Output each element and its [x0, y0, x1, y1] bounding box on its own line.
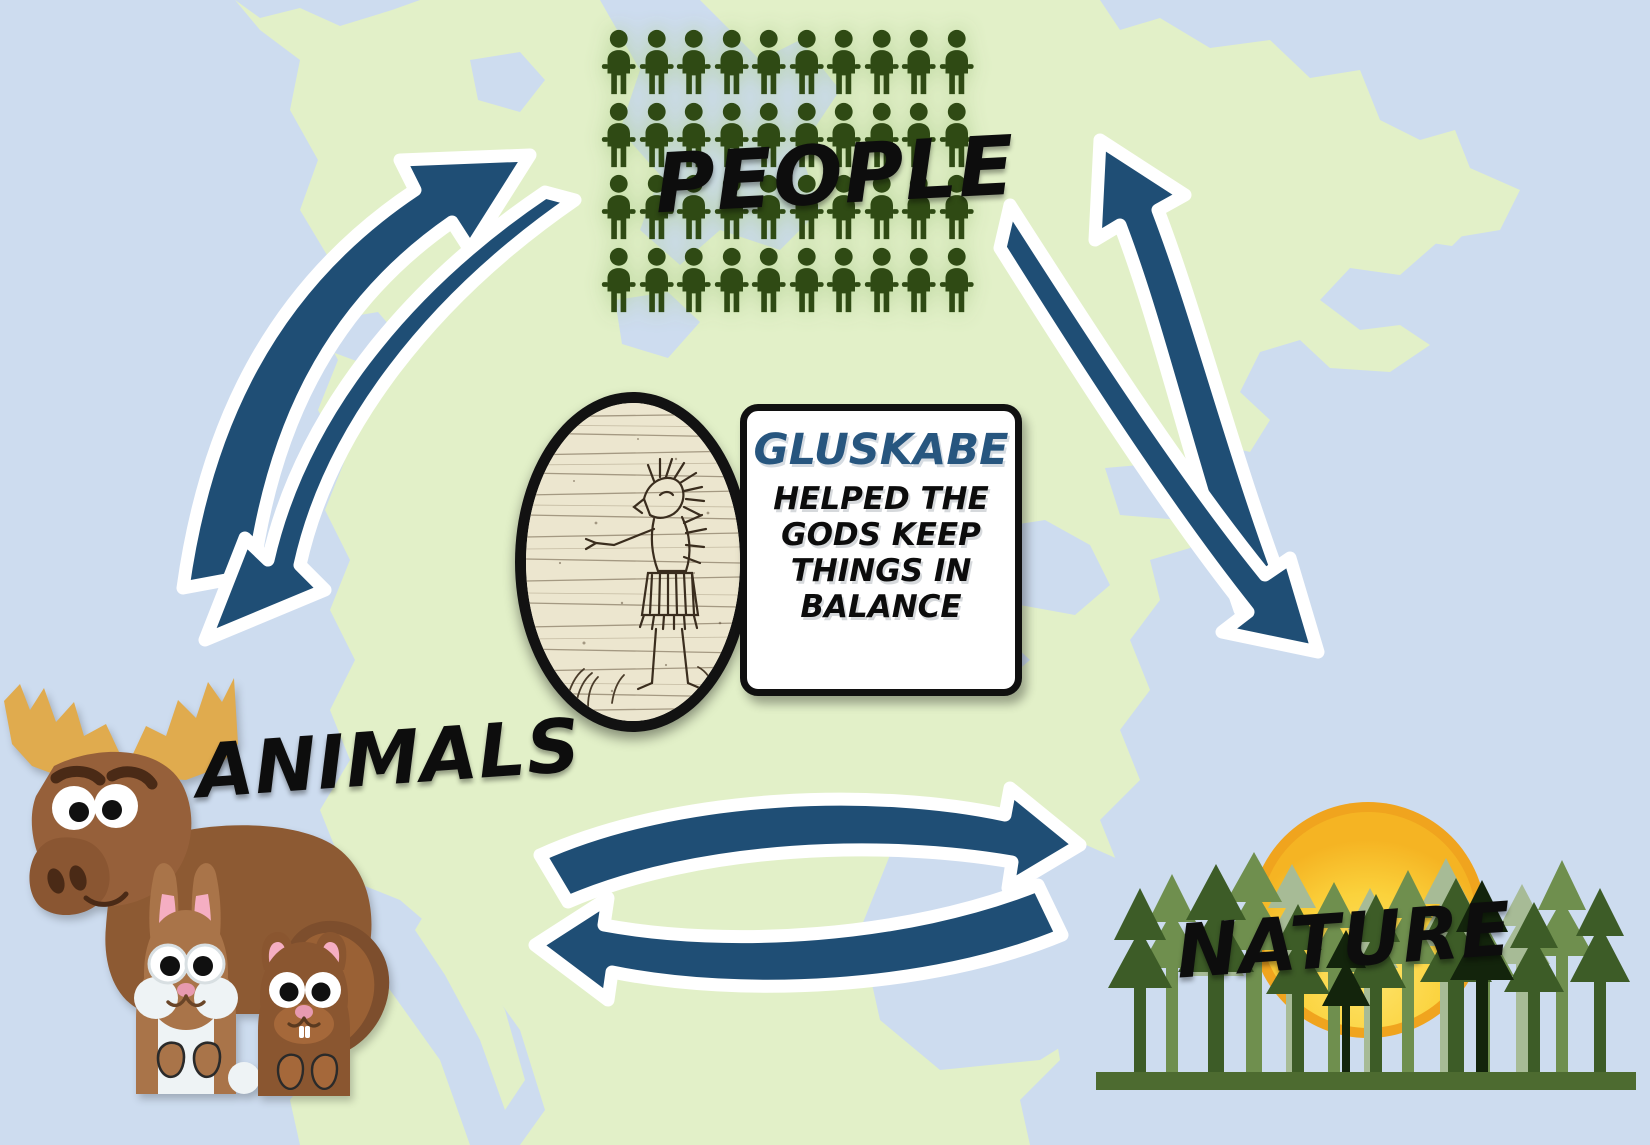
person-icon [751, 247, 786, 312]
person-icon [751, 29, 786, 95]
person-icon-cell [900, 26, 938, 99]
person-icon [901, 29, 936, 95]
person-icon [826, 247, 861, 312]
person-icon-cell [863, 99, 901, 172]
person-icon-cell [938, 244, 976, 317]
info-card-line: BALANCE [800, 588, 962, 625]
person-icon [826, 102, 861, 167]
person-icon-cell [938, 26, 976, 99]
person-icon [639, 102, 674, 167]
person-icon-cell [713, 99, 751, 172]
person-icon [639, 247, 674, 312]
person-icon-cell [788, 99, 826, 172]
person-icon-cell [863, 244, 901, 317]
person-icon [714, 174, 749, 240]
person-icon-cell [750, 171, 788, 244]
person-icon [676, 174, 711, 240]
person-icon [601, 29, 636, 95]
person-icon [789, 247, 824, 312]
person-icon-cell [788, 244, 826, 317]
person-icon [939, 102, 974, 167]
person-icon [864, 29, 899, 95]
info-card-line: GODS KEEP [781, 516, 981, 553]
gluskabe-info-card: GLUSKABE HELPED THE GODS KEEP THINGS IN … [740, 404, 1022, 696]
info-card-title: GLUSKABE [753, 425, 1009, 475]
person-icon-cell [713, 171, 751, 244]
person-icon-cell [713, 244, 751, 317]
person-icon-cell [750, 244, 788, 317]
person-icon-cell [750, 26, 788, 99]
person-icon-cell [675, 26, 713, 99]
person-icon [751, 102, 786, 167]
person-icon [939, 174, 974, 240]
person-icon-cell [675, 244, 713, 317]
person-icon-cell [638, 244, 676, 317]
person-icon [601, 174, 636, 240]
person-icon-cell [788, 26, 826, 99]
people-icon-grid [600, 26, 975, 316]
person-icon [864, 174, 899, 240]
person-icon-cell [600, 26, 638, 99]
person-icon [601, 102, 636, 167]
person-icon-cell [900, 244, 938, 317]
person-icon-cell [713, 26, 751, 99]
rabbit-icon [134, 863, 260, 1094]
person-icon [901, 247, 936, 312]
person-icon [864, 247, 899, 312]
person-icon-cell [938, 171, 976, 244]
node-label-people: PEOPLE [652, 118, 1018, 233]
squirrel-icon [258, 920, 390, 1096]
person-icon-cell [825, 26, 863, 99]
person-icon [789, 174, 824, 240]
info-card-line: THINGS IN [790, 552, 972, 589]
person-icon [714, 29, 749, 95]
person-icon [901, 174, 936, 240]
person-icon-cell [825, 171, 863, 244]
animals-illustration [0, 626, 456, 1096]
person-icon [676, 29, 711, 95]
person-icon [639, 174, 674, 240]
person-icon-cell [750, 99, 788, 172]
person-icon-cell [863, 26, 901, 99]
person-icon [601, 247, 636, 312]
person-icon-cell [788, 171, 826, 244]
person-icon [676, 247, 711, 312]
person-icon-cell [675, 171, 713, 244]
person-icon-cell [638, 99, 676, 172]
person-icon-cell [675, 99, 713, 172]
person-icon-cell [900, 99, 938, 172]
person-icon [676, 102, 711, 167]
person-icon [939, 29, 974, 95]
person-icon [751, 174, 786, 240]
person-icon-cell [863, 171, 901, 244]
person-icon [639, 29, 674, 95]
person-icon [714, 102, 749, 167]
person-icon [826, 174, 861, 240]
info-card-line: HELPED THE [773, 481, 989, 517]
person-icon [714, 247, 749, 312]
nature-illustration [1096, 620, 1636, 1090]
person-icon [789, 29, 824, 95]
person-icon [826, 29, 861, 95]
person-icon [939, 247, 974, 312]
info-card-body: HELPED THE GODS KEEP THINGS IN BALANCE [773, 481, 989, 626]
person-icon-cell [600, 244, 638, 317]
person-icon [789, 102, 824, 167]
person-icon-cell [638, 171, 676, 244]
person-icon-cell [938, 99, 976, 172]
person-icon-cell [600, 99, 638, 172]
gluskabe-petroglyph-image [515, 392, 751, 732]
person-icon-cell [638, 26, 676, 99]
person-icon [901, 102, 936, 167]
person-icon [864, 102, 899, 167]
forest-silhouette [1322, 880, 1514, 1090]
person-icon-cell [900, 171, 938, 244]
person-icon-cell [600, 171, 638, 244]
person-icon-cell [825, 99, 863, 172]
person-icon-cell [825, 244, 863, 317]
